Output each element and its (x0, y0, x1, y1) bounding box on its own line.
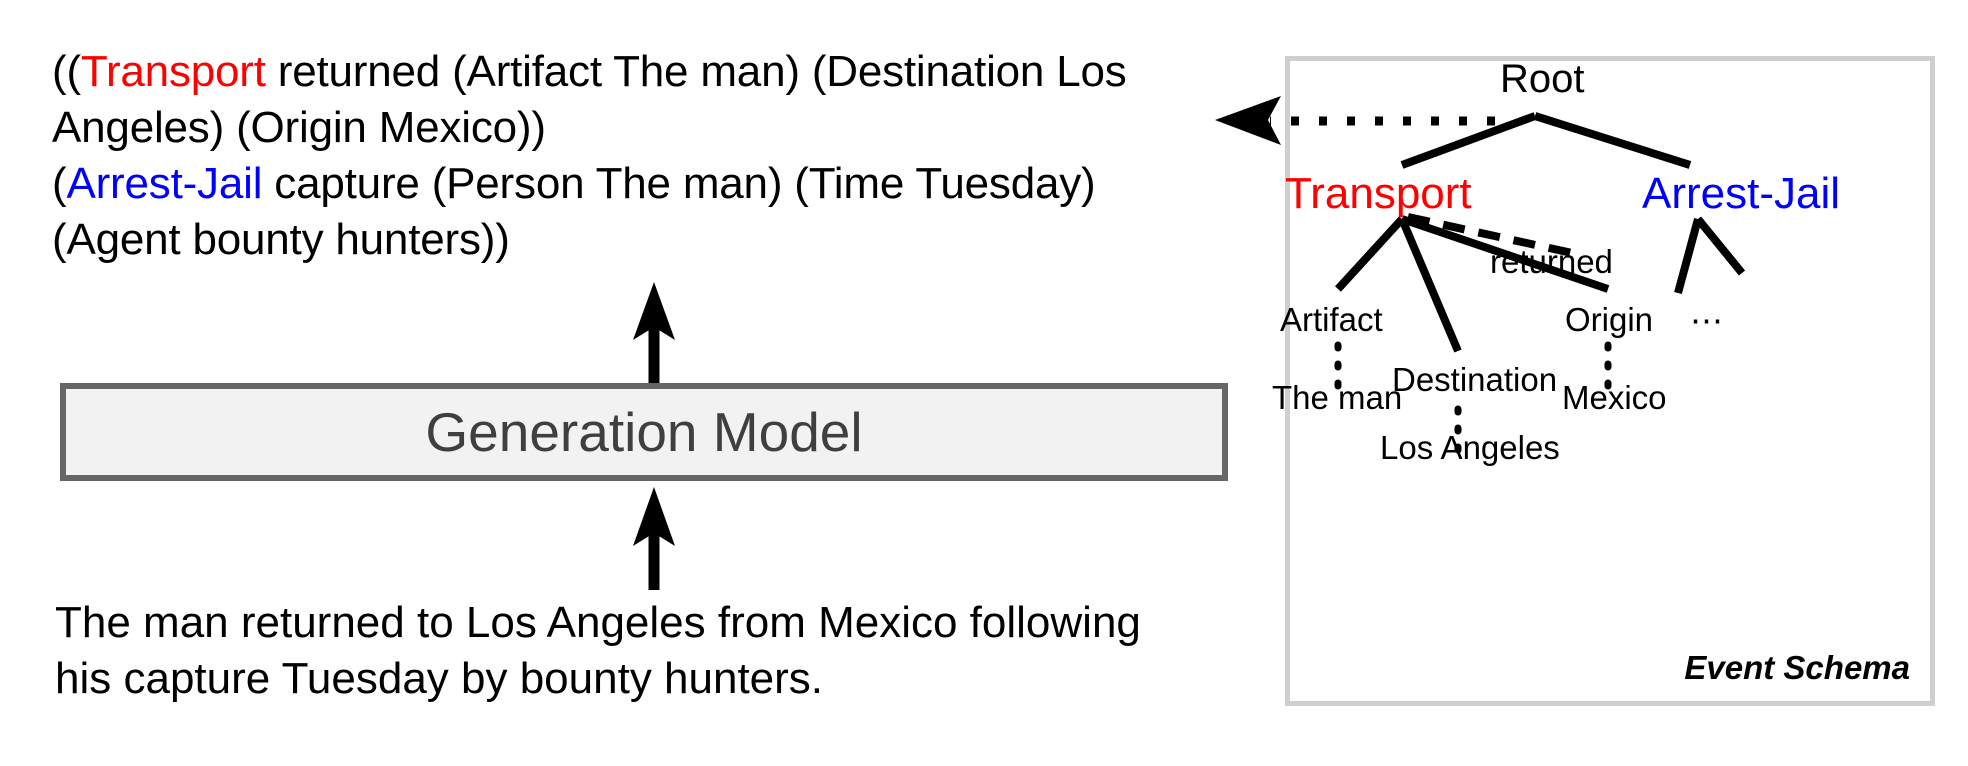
tree-node-arrest-jail: Arrest-Jail (1642, 169, 1841, 218)
output-line-3-prefix: ( (52, 159, 67, 208)
tree-node-ellipsis: ⋯ (1690, 302, 1723, 339)
edge-root-transport (1400, 112, 1537, 169)
output-line-1-prefix: (( (52, 47, 81, 96)
input-sentence-line-2: his capture Tuesday by bounty hunters. (55, 654, 824, 703)
output-line-2: Angeles) (Origin Mexico)) (52, 103, 546, 152)
generation-model-box: Generation Model (60, 383, 1228, 481)
output-line-4: (Agent bounty hunters)) (52, 215, 510, 264)
arrow-up-to-output-icon (633, 282, 675, 383)
event-schema-caption: Event Schema (1684, 649, 1910, 686)
tree-node-destination: Destination (1392, 361, 1558, 398)
tree-node-transport: Transport (1285, 169, 1472, 218)
edge-root-arrest-jail (1533, 112, 1692, 169)
edge-transport-artifact (1335, 216, 1405, 292)
tree-node-artifact-filler: The man (1272, 379, 1403, 416)
edge-transport-destination (1398, 217, 1462, 353)
tree-node-origin: Origin (1565, 301, 1654, 338)
output-line-1-rest: returned (Artifact The man) (Destination… (265, 47, 1127, 96)
generation-model-label: Generation Model (425, 401, 863, 463)
tree-edge-label-returned: returned (1490, 243, 1613, 280)
output-line-3: (Arrest-Jail capture (Person The man) (T… (52, 156, 1242, 212)
edge-arrest-jail-child-2 (1694, 216, 1746, 276)
input-sentence-line-1: The man returned to Los Angeles from Mex… (55, 598, 1141, 647)
event-schema-panel: Root Transport Arrest-Jail returned Arti… (1272, 56, 1935, 706)
tree-node-root: Root (1500, 57, 1585, 101)
event-type-arrest-jail-token: Arrest-Jail (66, 159, 263, 208)
output-line-3-rest: capture (Person The man) (Time Tuesday) (262, 159, 1096, 208)
tree-node-origin-filler: Mexico (1562, 379, 1667, 416)
arrow-up-to-model-icon (633, 487, 675, 590)
input-sentence-text: The man returned to Los Angeles from Mex… (55, 595, 1285, 707)
event-type-transport-token: Transport (80, 47, 266, 96)
output-line-1: ((Transport returned (Artifact The man) … (52, 44, 1242, 100)
linearized-output-text: ((Transport returned (Artifact The man) … (52, 44, 1242, 268)
tree-node-destination-filler: Los Angeles (1380, 429, 1560, 466)
tree-node-artifact: Artifact (1280, 301, 1383, 338)
edge-arrest-jail-child-1 (1674, 217, 1702, 295)
